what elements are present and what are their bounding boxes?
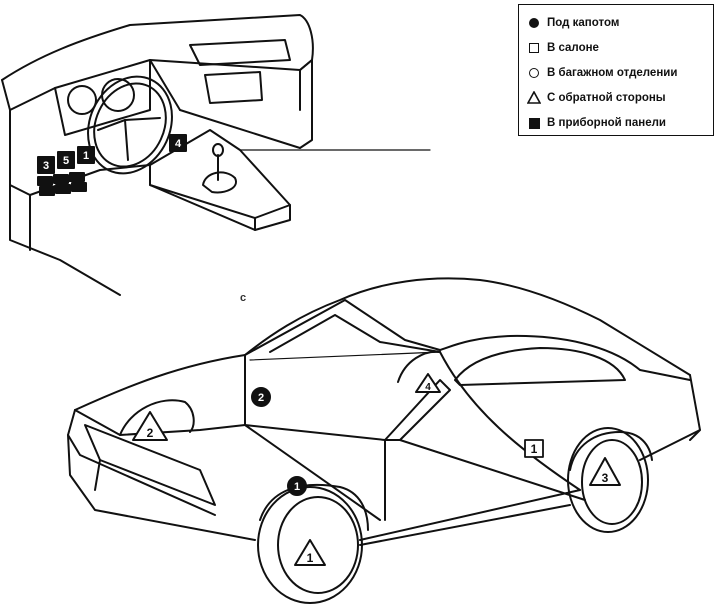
stray-mark: c	[240, 292, 246, 304]
car-markers	[132, 373, 621, 566]
filled-square-icon	[527, 116, 541, 130]
legend-label: Под капотом	[547, 17, 620, 29]
cabin-marker-1	[524, 439, 544, 458]
panel-marker-5	[57, 151, 75, 169]
open-triangle-icon	[527, 91, 541, 105]
open-square-icon	[527, 41, 541, 55]
reverse-side-marker-2	[132, 411, 168, 441]
legend-item-instrument-panel: В приборной панели	[527, 113, 666, 133]
underhood-marker-1-label: 1	[294, 481, 300, 493]
panel-marker-4-label: 4	[175, 138, 182, 150]
panel-marker-4	[169, 134, 187, 152]
reverse-side-marker-2-label: 2	[147, 426, 154, 440]
legend-label: В салоне	[547, 42, 599, 54]
legend-item-trunk: В багажном отделении	[527, 63, 677, 83]
underhood-marker-1	[287, 476, 307, 496]
car-illustration	[67, 277, 701, 604]
legend-item-under-hood: Под капотом	[527, 13, 619, 33]
panel-marker-1-label: 1	[83, 150, 89, 162]
panel-marker-5-label: 5	[63, 155, 69, 167]
reverse-side-marker-1	[294, 539, 326, 566]
reverse-side-marker-4-label: 4	[425, 382, 431, 393]
cabin-marker-1-label: 1	[531, 442, 538, 456]
legend-label: В багажном отделении	[547, 67, 678, 79]
underhood-marker-2	[251, 387, 271, 407]
reverse-side-marker-3-label: 3	[602, 471, 609, 485]
panel-marker-1	[77, 146, 95, 164]
open-circle-icon	[527, 66, 541, 80]
legend-item-cabin: В салоне	[527, 38, 599, 58]
filled-circle-icon	[527, 16, 541, 30]
dashboard-markers	[37, 134, 187, 196]
legend-item-reverse-side: С обратной стороны	[527, 88, 666, 108]
underhood-marker-2-label: 2	[258, 392, 264, 404]
legend-label: В приборной панели	[547, 117, 666, 129]
panel-marker-3	[37, 156, 55, 174]
reverse-side-marker-4	[415, 373, 441, 393]
legend-label: С обратной стороны	[547, 92, 666, 104]
reverse-side-marker-1-label: 1	[307, 551, 314, 565]
legend-box: Под капотом В салоне В багажном отделени…	[518, 4, 714, 136]
panel-marker-3-label: 3	[43, 160, 49, 172]
reverse-side-marker-3	[589, 457, 621, 486]
dashboard-illustration	[1, 14, 431, 296]
